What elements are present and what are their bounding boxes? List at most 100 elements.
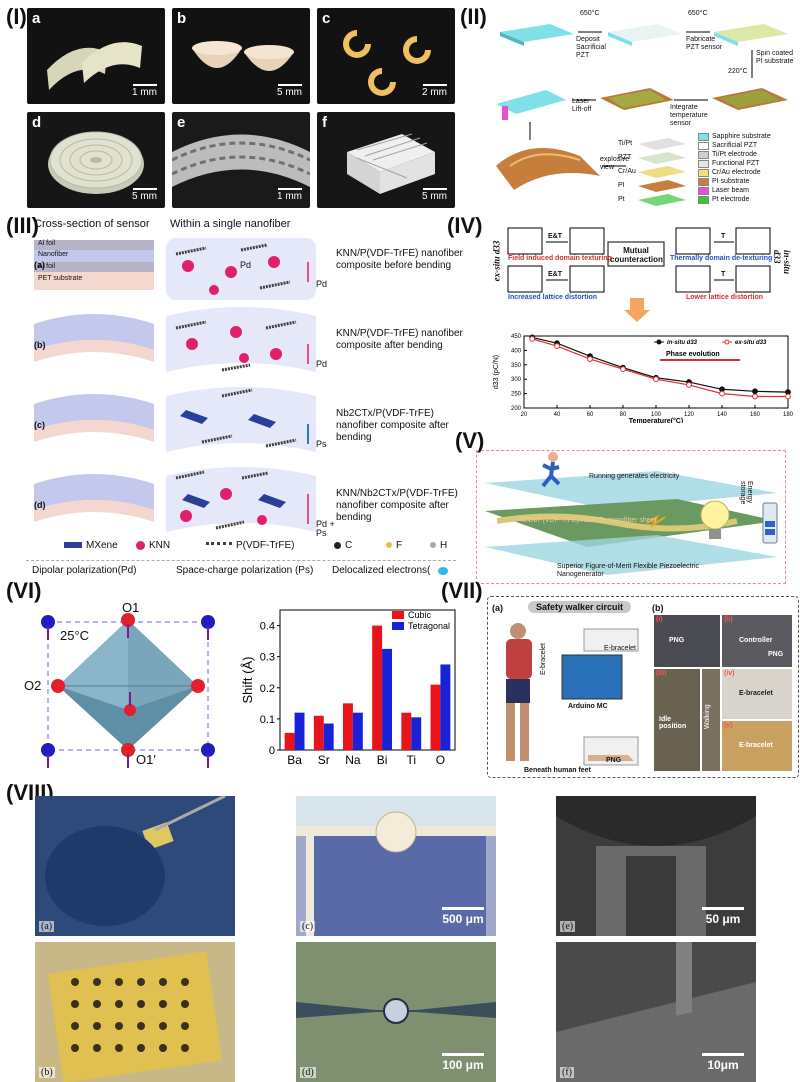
micrograph: (e)50 μm	[556, 796, 756, 936]
micrograph-letter: (d)	[300, 1067, 316, 1078]
legend-item: Sapphire substrate	[698, 132, 798, 141]
micrograph: (a)	[35, 796, 235, 936]
row-description: Nb2CTx/P(VDF-TrFE) nanofiber composite a…	[336, 408, 449, 443]
phase-label: Phase evolution	[666, 351, 720, 358]
sub-a-label: (a)	[492, 603, 503, 613]
step-spin-coat: Spin coated PI substrate	[756, 50, 794, 65]
legend-text: Cr/Au electrode	[712, 169, 761, 176]
scale-text: 100 μm	[442, 1058, 484, 1072]
legend-text: MXene	[86, 540, 118, 551]
data-point	[587, 356, 593, 362]
legend-text: Ti/Pt electrode	[712, 151, 757, 158]
photo-a-scalebar: 1 mm	[132, 84, 157, 98]
x-tick-label: 40	[554, 412, 561, 418]
micrograph-scalebar: 50 μm	[702, 907, 744, 926]
legend-text: PI substrate	[712, 178, 750, 185]
layer-nanofiber: Nanofiber	[38, 251, 69, 258]
step-deposit: Deposit Sacrificial PZT	[576, 36, 606, 59]
x-tick-label: 100	[651, 412, 662, 418]
row-polarization: Ps	[316, 439, 327, 449]
box-field-texturing: Field induced domain texturing	[508, 255, 612, 262]
y-tick-label: 0.1	[260, 714, 275, 726]
photo-b-scalebar: 5 mm	[277, 84, 302, 98]
photo-b-letter: b	[177, 10, 187, 27]
box-mutual: Mutual counteraction	[610, 246, 663, 264]
photo-b: b 5 mm	[172, 8, 310, 104]
legend-swatch	[392, 611, 404, 619]
y-tick-label: 0.4	[260, 621, 275, 633]
photo-label: Idle position	[659, 716, 687, 730]
x-tick-label: 140	[717, 412, 728, 418]
layer-al-foil-1: Al foil	[38, 240, 56, 247]
legend-text: KNN	[149, 540, 171, 551]
legend-item: PI substrate	[698, 177, 798, 186]
demo-photo: (iii)Idle position	[654, 669, 700, 771]
running-text: Running generates electricity	[589, 473, 680, 480]
label-beneath-feet: Beneath human feet	[524, 767, 591, 774]
category-label: Ti	[406, 753, 416, 767]
micrograph: (b)	[35, 942, 235, 1082]
legend-swatch	[698, 141, 709, 150]
x-tick-label: 80	[620, 412, 627, 418]
y-tick-label: 400	[511, 348, 522, 354]
category-label: Bi	[377, 753, 388, 767]
legend-swatch	[698, 195, 709, 204]
nanofiber-schematic	[34, 238, 316, 532]
photo-e-letter: e	[177, 114, 186, 131]
bar-cubic	[401, 712, 412, 750]
x-tick-label: 60	[587, 412, 594, 418]
legend-text: Functional PZT	[712, 160, 760, 167]
photo-roman: (iv)	[724, 670, 735, 677]
photo-a-letter: a	[32, 10, 41, 27]
col-header-nanofiber: Within a single nanofiber	[170, 218, 291, 230]
legend-marker	[724, 339, 730, 345]
photo-d: d 5 mm	[27, 112, 165, 208]
label-e-bracelet-1: E-bracelet	[604, 645, 636, 652]
legend-text: C	[345, 540, 353, 551]
label-e-bracelet-2: E-bracelet	[540, 643, 547, 675]
photo-a: a 1 mm	[27, 8, 165, 104]
bar-tetragonal	[411, 717, 422, 750]
footer-space-charge: Space-charge polarization (Ps)	[176, 565, 314, 576]
scale-line	[442, 1053, 484, 1056]
row-description: KNN/Nb2CTx/P(VDF-TrFE) nanofiber composi…	[336, 488, 458, 523]
legend-text: Sapphire substrate	[712, 133, 771, 140]
photo-roman: (ii)	[724, 616, 733, 623]
step-temp-2: 650°C	[688, 10, 708, 17]
legend-text: P(VDF-TrFE)	[236, 540, 295, 551]
y-axis-label: d33 (pC/N)	[493, 355, 500, 389]
legend-text: Tetragonal	[408, 621, 450, 631]
step-temp-3: 220°C	[728, 68, 748, 75]
arrow-et-2: E&T	[548, 271, 562, 278]
legend-item: Laser beam	[698, 186, 798, 195]
legend-swatch	[698, 168, 709, 177]
legend-swatch	[698, 159, 709, 168]
legend-item: C	[334, 540, 352, 551]
micrograph-content	[556, 942, 756, 1082]
legend-item: P(VDF-TrFE)	[206, 540, 295, 551]
panel-IV-label: (IV)	[447, 213, 483, 238]
polarization-footer: Dipolar polarization(Pd) Space-charge po…	[26, 560, 456, 579]
data-point	[752, 388, 758, 395]
in-situ-label: in-situ d33	[772, 250, 792, 275]
micrograph-scalebar: 500 μm	[442, 907, 484, 926]
row-polarization: Pd	[316, 359, 328, 369]
layer-label-0: Ti/Pt	[618, 140, 633, 147]
category-label: Sr	[318, 753, 330, 767]
legend-item: Pt electrode	[698, 195, 798, 204]
panel-VII-label: (VII)	[441, 578, 483, 603]
ex-situ-label: ex-situ d33	[491, 240, 502, 282]
data-point	[653, 376, 659, 383]
demo-photo: Walking	[702, 669, 720, 771]
row-tag: (d)	[34, 500, 46, 510]
y-axis-label: Shift (Å)	[240, 657, 255, 704]
bowls-image	[192, 41, 294, 71]
c-rings-image	[343, 30, 431, 96]
legend-swatch	[698, 132, 709, 141]
micrograph: (c)500 μm	[296, 796, 496, 936]
box-lower-distortion: Lower lattice distortion	[686, 294, 764, 301]
micrograph: (f)10μm	[556, 942, 756, 1082]
